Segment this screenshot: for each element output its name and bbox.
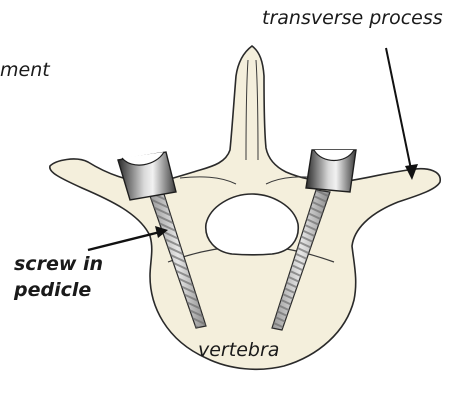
label-transverse-process: transverse process (262, 7, 443, 29)
label-fragment: ment (0, 59, 51, 81)
label-pedicle: pedicle (13, 279, 91, 301)
transverse-process-pointer (386, 48, 418, 180)
label-screw-in: screw in (14, 253, 103, 275)
label-vertebra: vertebra (198, 339, 279, 361)
